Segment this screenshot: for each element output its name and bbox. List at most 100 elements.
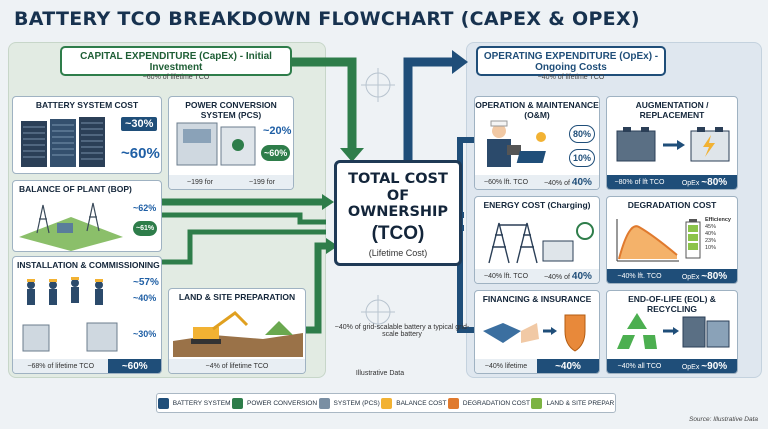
financing-foot-1b: lifetime <box>504 362 528 370</box>
handshake-icon <box>483 314 586 352</box>
efficiency-label: Efficiency <box>705 217 731 223</box>
battery-pct-2: ~60% <box>121 145 160 162</box>
battery-replace-icon <box>616 127 730 162</box>
battery-pct-1: ~30% <box>121 117 158 131</box>
efficiency-value: 40% <box>705 230 717 237</box>
legend-swatch <box>232 397 243 409</box>
card-title: DEGRADATION COST <box>627 200 717 210</box>
install-pct-1: ~57% <box>133 277 159 288</box>
om-pct-1: 80% <box>569 125 596 143</box>
financing-foot-2: ~40% <box>537 359 599 373</box>
card-battery-system: BATTERY SYSTEM COST ~30% ~60% <box>12 96 162 174</box>
card-degradation: DEGRADATION COST Efficiency 45% 40% 23% … <box>606 196 738 284</box>
bop-pct-2: ~61% <box>133 221 158 236</box>
financing-foot-1: ~40% <box>484 362 503 370</box>
card-eol: END-OF-LIFE (EOL) & RECYCLING ~40% all T… <box>606 290 738 374</box>
inverter-cabinet-icon <box>176 122 256 166</box>
legend-label: SYSTEM (PCS) <box>333 399 380 407</box>
legend-label: POWER CONVERSION <box>247 399 318 407</box>
legend-swatch <box>447 397 459 409</box>
source-note: Source: Illustrative Data <box>688 416 758 423</box>
eol-foot-1: ~40% <box>617 362 636 370</box>
om-pct-2: 10% <box>569 149 596 167</box>
technician-icon <box>487 120 546 167</box>
card-title: BALANCE OF PLANT (BOP) <box>19 184 132 194</box>
card-financing: FINANCING & INSURANCE ~40% lifetime ~40% <box>474 290 600 374</box>
card-title: POWER CONVERSION SYSTEM (PCS) <box>185 100 277 120</box>
pcs-pct-1: ~20% <box>263 125 292 137</box>
card-om: OPERATION & MAINTENANCE (O&M) 80% 10% ~6… <box>474 96 600 190</box>
page-title: BATTERY TCO BREAKDOWN FLOWCHART (CAPEX &… <box>14 8 640 30</box>
aug-foot-1: ~80% of lft TCO <box>614 178 665 186</box>
card-augmentation: AUGMENTATION / REPLACEMENT ~80% of lft T… <box>606 96 738 190</box>
legend-item: POWER CONVERSION <box>232 397 318 409</box>
install-pct-2: ~40% <box>133 293 157 303</box>
land-foot: ~4% of lifetime TCO <box>205 362 269 370</box>
center-note: ~40% of grid-scalable battery a typical … <box>334 324 470 338</box>
efficiency-value: 23% <box>705 237 717 244</box>
card-energy: ENERGY COST (Charging) ~40% lft. TCO ~40… <box>474 196 600 284</box>
transmission-tower-icon <box>488 222 594 264</box>
battery-level-icon <box>685 219 701 259</box>
excavator-icon <box>173 311 303 357</box>
legend-swatch <box>381 397 393 409</box>
bop-pct-1: ~62% <box>133 203 157 213</box>
legend-item: DEGRADATION COST <box>447 397 530 409</box>
opex-header-title: OPERATING EXPENDITURE (OpEx) - Ongoing C… <box>483 51 659 73</box>
card-pcs: POWER CONVERSION SYSTEM (PCS) ~20% ~60% … <box>168 96 294 190</box>
legend-label: BALANCE COST <box>396 399 447 407</box>
card-title: LAND & SITE PREPARATION <box>178 292 296 302</box>
capex-header-sub: ~60% of lifetime TCO <box>142 74 210 81</box>
legend: BATTERY SYSTEM POWER CONVERSION SYSTEM (… <box>156 393 616 413</box>
legend-item: BALANCE COST <box>381 397 447 409</box>
energy-foot-2: ~40% of <box>544 273 570 281</box>
capex-header-title: CAPITAL EXPENDITURE (CapEx) - Initial In… <box>80 51 272 73</box>
om-foot-2: ~40% of <box>544 179 570 187</box>
degradation-foot-2b: ~80% <box>701 270 728 282</box>
tco-line-2: OWNERSHIP <box>347 204 449 221</box>
capex-header: CAPITAL EXPENDITURE (CapEx) - Initial In… <box>60 46 292 81</box>
pcs-pct-2: ~60% <box>261 145 291 161</box>
degradation-foot-1: ~40% lft. TCO <box>617 272 662 280</box>
legend-item: BATTERY SYSTEM <box>157 397 231 409</box>
legend-label: BATTERY SYSTEM <box>172 399 231 407</box>
degradation-curve-icon <box>616 219 679 262</box>
substation-icon <box>19 202 123 251</box>
legend-item: LAND & SITE PREPAR <box>531 397 615 409</box>
battery-rack-icon <box>21 117 105 167</box>
pcs-foot-1: ~199 for <box>187 178 213 186</box>
card-land: LAND & SITE PREPARATION ~4% of lifetime … <box>168 288 306 374</box>
aug-foot-2: OpEx <box>681 179 700 187</box>
tco-line-4: (Lifetime Cost) <box>368 248 428 259</box>
legend-swatch <box>531 397 543 409</box>
aug-foot-2b: ~80% <box>701 176 728 188</box>
legend-swatch <box>318 397 330 409</box>
eol-foot-2: OpEx <box>681 363 700 371</box>
card-title: ENERGY COST (Charging) <box>483 200 591 210</box>
tco-line-3: (TCO) <box>371 223 425 245</box>
recycle-icon <box>617 313 730 349</box>
eol-foot-1b: all TCO <box>637 362 662 370</box>
efficiency-value: 45% <box>705 223 717 230</box>
energy-foot-1: ~40% lft. TCO <box>483 272 529 280</box>
card-title: INSTALLATION & COMMISSIONING <box>17 260 160 270</box>
degradation-foot-2: OpEx <box>681 273 700 281</box>
card-bop: BALANCE OF PLANT (BOP) ~62% ~61% <box>12 180 162 252</box>
illustrative-note: Illustrative Data <box>355 370 405 377</box>
legend-label: LAND & SITE PREPAR <box>546 399 615 407</box>
install-pct-3: ~30% <box>133 329 157 339</box>
legend-swatch <box>157 397 169 409</box>
pcs-foot-2: ~199 for <box>249 178 275 186</box>
card-title: FINANCING & INSURANCE <box>482 294 592 304</box>
om-foot-1: ~60% lft. TCO <box>483 178 529 186</box>
energy-foot-2b: 40% <box>571 270 592 282</box>
tco-line-1: TOTAL COST OF <box>348 171 448 204</box>
legend-item: SYSTEM (PCS) <box>318 397 380 409</box>
card-title: BATTERY SYSTEM COST <box>35 100 139 110</box>
card-title: END-OF-LIFE (EOL) & RECYCLING <box>628 294 716 314</box>
install-foot-left: ~68% of lifetime TCO <box>27 362 95 370</box>
efficiency-value: 10% <box>705 244 717 251</box>
install-foot-right: ~60% <box>108 359 161 373</box>
workers-icon <box>22 277 118 352</box>
opex-header: OPERATING EXPENDITURE (OpEx) - Ongoing C… <box>476 46 666 81</box>
